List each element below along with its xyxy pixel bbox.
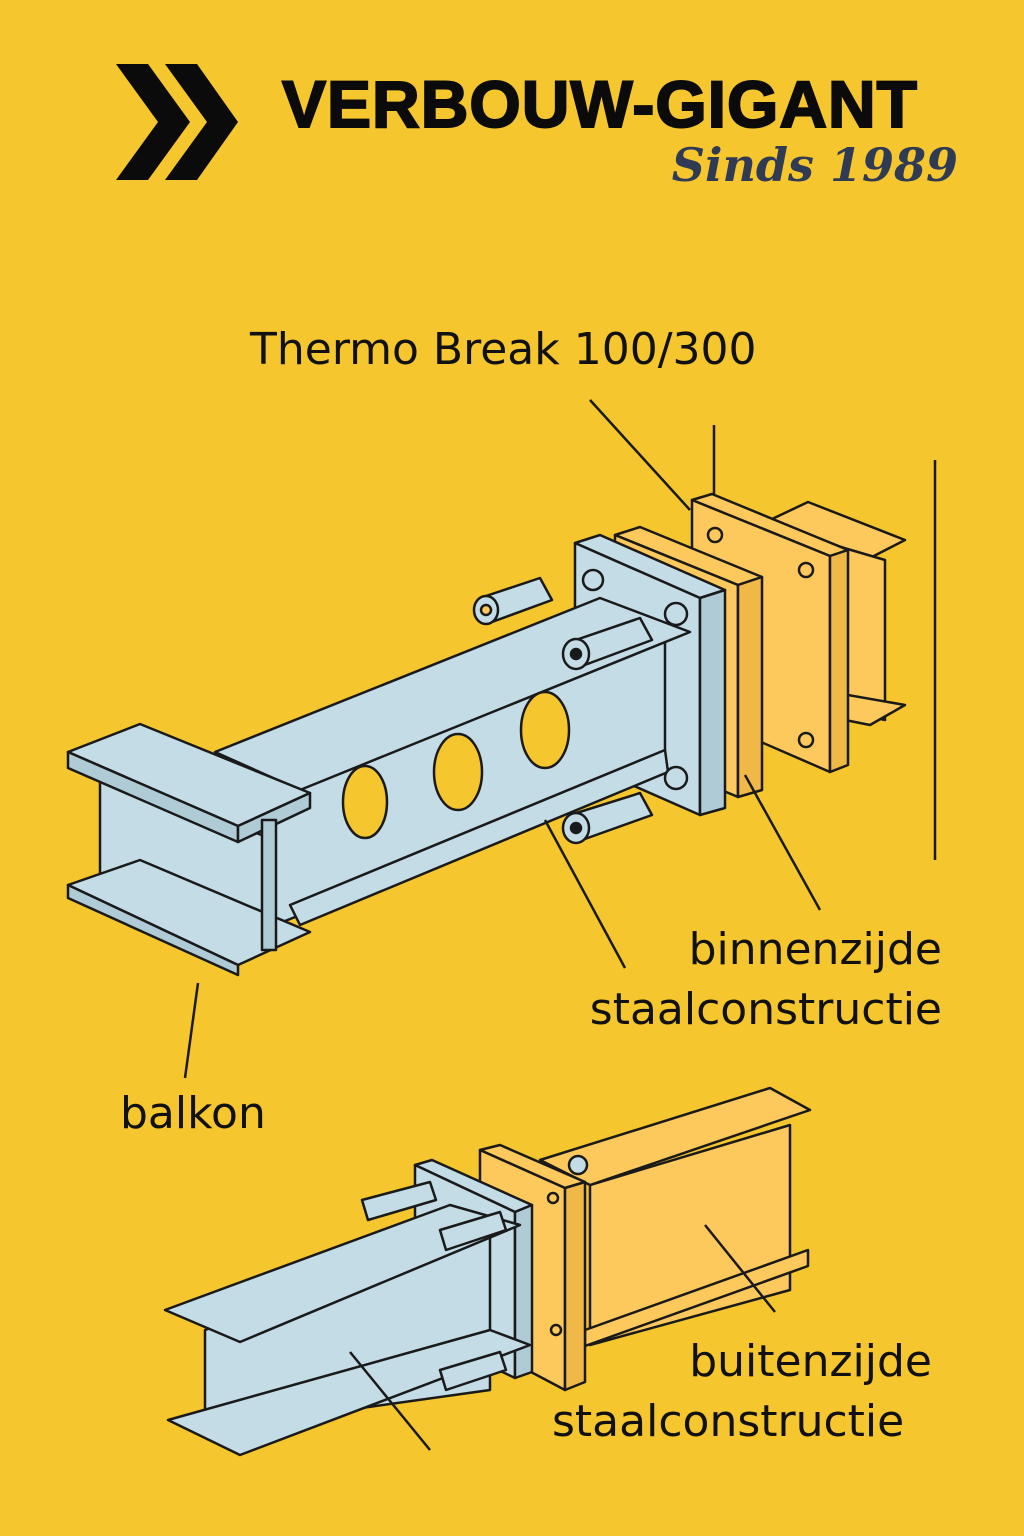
label-inner-line1: binnenzijde bbox=[688, 924, 942, 975]
outer-steel-beam bbox=[538, 1086, 812, 1348]
tagline: Sinds 1989 bbox=[671, 138, 958, 192]
balcony-beam bbox=[213, 596, 692, 927]
label-balcony: balkon bbox=[120, 1088, 266, 1139]
outer-balcony-beam bbox=[163, 1203, 532, 1457]
nut bbox=[581, 568, 689, 791]
label-inner-line2: staalconstructie bbox=[589, 984, 942, 1035]
leader-lines bbox=[183, 399, 822, 1451]
brand-name: VERBOUW-GIGANT bbox=[281, 66, 918, 142]
label-outer-line2: staalconstructie bbox=[552, 1396, 905, 1447]
label-outer-line1: buitenzijde bbox=[689, 1336, 932, 1387]
double-chevron-right-icon bbox=[116, 64, 238, 180]
label-thermo-break: Thermo Break 100/300 bbox=[250, 324, 757, 375]
bolt bbox=[360, 1180, 508, 1392]
bolt bbox=[472, 576, 654, 845]
balcony-ibeam-end bbox=[66, 722, 312, 977]
